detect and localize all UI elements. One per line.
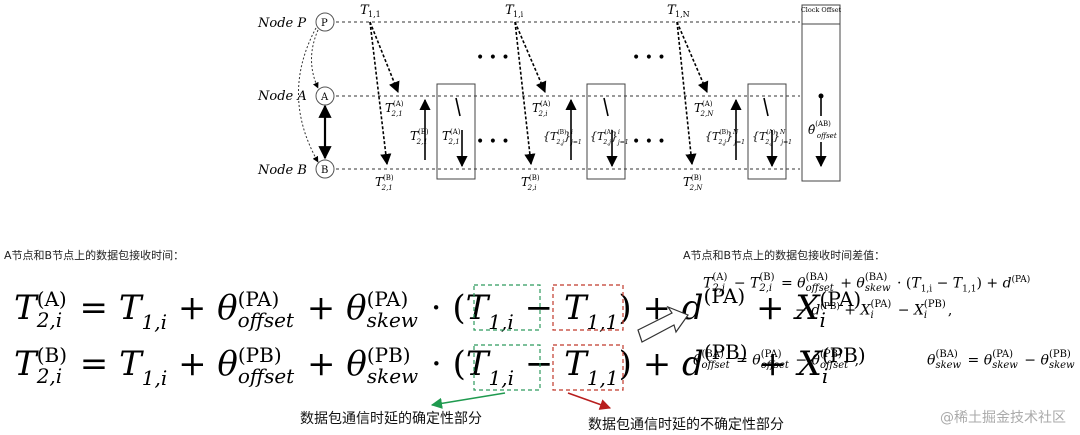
clock-offset-label: Clock Offset bbox=[801, 6, 842, 14]
left-caption: A节点和B节点上的数据包接收时间： bbox=[4, 249, 185, 262]
box-3-slash bbox=[763, 97, 769, 117]
time-label-1: T bbox=[360, 3, 370, 18]
time-sub-1: 1,1 bbox=[368, 10, 381, 19]
diff-equation-line-2: − d(PB) + X(PA)i − X(PB)i, bbox=[795, 299, 953, 321]
deterministic-arrow bbox=[430, 392, 506, 409]
clock-offset-box bbox=[801, 4, 841, 182]
broadcast-p-a-2 bbox=[514, 21, 547, 94]
diff-equation-line-1: T(A)2,i − T(B)2,i = θ(BA)offset + θ(BA)s… bbox=[703, 272, 1031, 295]
t2ib-label: T(B)2,i bbox=[521, 174, 540, 192]
time-sub-3: 1,N bbox=[675, 10, 690, 19]
box-1-slash bbox=[455, 97, 461, 117]
ellipsis-top-2: • • • bbox=[632, 50, 666, 66]
p-to-b-arrow bbox=[298, 27, 319, 163]
exchange-box-2 bbox=[586, 83, 626, 180]
node-p-label: Node P bbox=[257, 16, 306, 31]
theta-skew-relation: θ(BA)skew = θ(PA)skew − θ(PB)skew bbox=[927, 349, 1075, 371]
theta-offset-relation: θ(BA)offset = θ(PA)offset − θ(PB)offset … bbox=[693, 349, 860, 371]
t21b-mid-label: T(B)2,1 bbox=[410, 128, 429, 146]
time-sub-2: 1,i bbox=[513, 10, 524, 19]
node-b-circle bbox=[315, 159, 335, 179]
t2ia-label: T(A)2,i bbox=[532, 100, 551, 118]
random-note: 数据包通信时延的不确定性部分 bbox=[588, 417, 784, 433]
node-b-label: Node B bbox=[257, 163, 307, 178]
node-b-circle-label: B bbox=[321, 165, 328, 176]
right-caption: A节点和B节点上的数据包接收时间差值： bbox=[683, 249, 886, 262]
p-to-a-arrow bbox=[311, 29, 319, 89]
broadcast-p-b-2 bbox=[514, 21, 536, 166]
t21a-box-label: T(A)2,1 bbox=[442, 128, 461, 146]
time-label-2: T bbox=[505, 3, 515, 18]
t21b-label: T(B)2,1 bbox=[375, 174, 394, 192]
t2na-label: T(A)2,N bbox=[694, 100, 714, 118]
timing-diagram: Node P Node A Node B P A B T 1,1 T 1,i T… bbox=[257, 3, 842, 192]
node-a-label: Node A bbox=[257, 89, 307, 104]
node-p-circle bbox=[315, 12, 335, 32]
node-a-circle-label: A bbox=[320, 92, 329, 103]
random-arrow bbox=[567, 392, 612, 410]
watermark: @稀土掘金技术社区 bbox=[940, 410, 1066, 426]
broadcast-p-b-3 bbox=[676, 21, 697, 166]
t21a-label: T(A)2,1 bbox=[385, 100, 404, 118]
node-p-circle-label: P bbox=[321, 18, 328, 29]
ellipsis-mid-1: • • • bbox=[476, 134, 510, 150]
broadcast-p-a-3 bbox=[676, 21, 709, 94]
broadcast-p-b-1 bbox=[369, 21, 392, 166]
ellipsis-mid-2: • • • bbox=[632, 134, 666, 150]
t2nb-label: T(B)2,N bbox=[683, 174, 703, 192]
broadcast-p-a-1 bbox=[369, 21, 400, 94]
deterministic-note: 数据包通信时延的确定性部分 bbox=[300, 411, 482, 427]
time-label-3: T bbox=[667, 3, 677, 18]
box-2-slash bbox=[603, 97, 609, 117]
exchange-box-3 bbox=[747, 83, 787, 180]
exchange-box-1 bbox=[436, 83, 476, 180]
ellipsis-top-1: • • • bbox=[476, 50, 510, 66]
theta-offset-label: θ̂(AB)offset bbox=[808, 120, 837, 140]
